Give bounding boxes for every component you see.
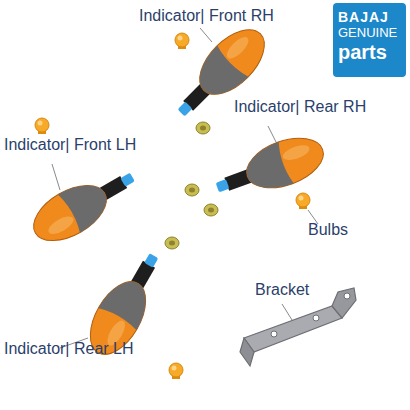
bracket: [240, 288, 356, 366]
logo-text: parts: [338, 41, 401, 63]
logo-text: GENUINE: [338, 25, 401, 41]
bulb: [169, 363, 183, 379]
washer: [165, 237, 179, 249]
washer: [204, 204, 218, 216]
front-rh-indicator: [160, 13, 282, 135]
rear-rh-indicator: [207, 121, 333, 216]
washer: [185, 184, 199, 196]
logo-text: BAJAJ: [338, 9, 401, 25]
bulb: [296, 193, 310, 209]
bulb: [35, 118, 49, 134]
part-label: Indicator| Rear LH: [4, 340, 134, 358]
front-lh-indicator: [20, 151, 147, 259]
part-label: Bracket: [255, 281, 309, 299]
part-label: Indicator| Front LH: [4, 136, 136, 154]
leader-lines: [52, 28, 318, 348]
part-label: Indicator| Rear RH: [234, 98, 366, 116]
washer: [196, 122, 210, 134]
bulb: [175, 33, 189, 49]
part-label: Indicator| Front RH: [139, 7, 274, 25]
part-label: Bulbs: [308, 221, 348, 239]
logo-box: BAJAJGENUINEparts: [333, 3, 406, 77]
